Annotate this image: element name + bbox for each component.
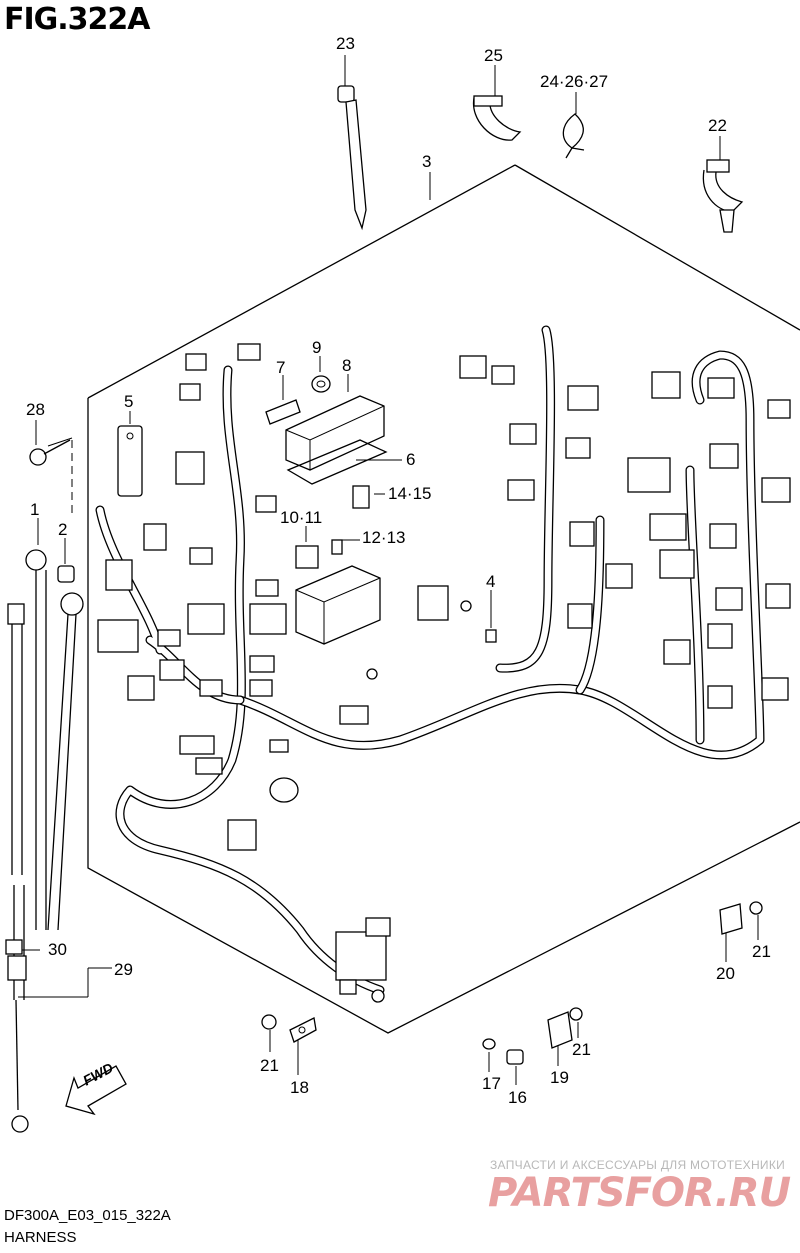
- drawing-code: DF300A_E03_015_322A: [4, 1207, 171, 1224]
- washer-17: [482, 1038, 496, 1050]
- callout-29: 29: [114, 960, 133, 979]
- callout-4: 4: [486, 572, 496, 591]
- callout-20: 20: [716, 964, 735, 983]
- gasket-6: [286, 439, 388, 485]
- callout-3: 3: [422, 152, 432, 171]
- connectors: [97, 343, 791, 1003]
- callout-2: 2: [58, 520, 68, 539]
- cable-tie-23: [337, 85, 367, 231]
- watermark-logo: PARTSFOR.RU: [488, 1170, 791, 1216]
- callout-19: 19: [550, 1068, 569, 1087]
- figure-title: FIG.322A: [4, 2, 151, 37]
- battery-cable-ring: [47, 592, 84, 931]
- callout-9: 9: [312, 338, 322, 357]
- fuse-holder-30: [5, 603, 29, 1133]
- assembly-box: [87, 164, 800, 1034]
- relay-10-11: [295, 545, 319, 569]
- callout-22: 22: [708, 116, 727, 135]
- callout-5: 5: [124, 392, 134, 411]
- callout-28: 28: [26, 400, 45, 419]
- bracket-19: [547, 1007, 583, 1049]
- callout-25: 25: [484, 46, 503, 65]
- wire-harness-3: [95, 325, 765, 995]
- callout-21-right: 21: [752, 942, 771, 961]
- bolt-28: [29, 439, 71, 466]
- fwd-arrow: [65, 1065, 127, 1116]
- cap-5: [117, 425, 143, 497]
- bolt-21-left: [261, 1014, 277, 1030]
- callout-8: 8: [342, 356, 352, 375]
- callout-21-left: 21: [260, 1056, 279, 1075]
- callout-24-26-27: 24·26·27: [540, 72, 609, 91]
- terminal-4: [485, 629, 497, 643]
- cover-7: [265, 399, 301, 425]
- callout-1: 1: [30, 500, 40, 519]
- nut-2: [57, 565, 75, 583]
- callout-18: 18: [290, 1078, 309, 1097]
- callout-12-13: 12·13: [362, 528, 406, 547]
- grommet-9: [311, 375, 331, 393]
- figure-caption: HARNESS: [4, 1229, 77, 1246]
- leader-lines: [18, 55, 759, 1085]
- watermark-tagline: ЗАПЧАСТИ И АКСЕССУАРЫ ДЛЯ МОТОТЕХНИКИ: [490, 1158, 786, 1172]
- fuse-12-13: [331, 539, 343, 555]
- callout-17: 17: [482, 1074, 501, 1093]
- clamp-22: [702, 159, 744, 233]
- bracket-18: [289, 1017, 317, 1043]
- nut-16: [506, 1049, 524, 1065]
- callout-16: 16: [508, 1088, 527, 1107]
- callout-7: 7: [276, 358, 286, 377]
- fuse-box-8: [285, 395, 385, 471]
- callout-6: 6: [406, 450, 416, 469]
- callout-30: 30: [48, 940, 67, 959]
- callout-23: 23: [336, 34, 355, 53]
- bracket-20: [719, 901, 763, 935]
- battery-cable-1: [25, 549, 47, 930]
- fuse-14-15: [352, 485, 370, 509]
- clamp-25: [472, 95, 522, 141]
- callout-21-mid: 21: [572, 1040, 591, 1059]
- relay-box: [295, 565, 381, 645]
- callout-10-11: 10·11: [280, 508, 323, 527]
- clip-24-26-27: [562, 113, 585, 159]
- callout-14-15: 14·15: [388, 484, 432, 503]
